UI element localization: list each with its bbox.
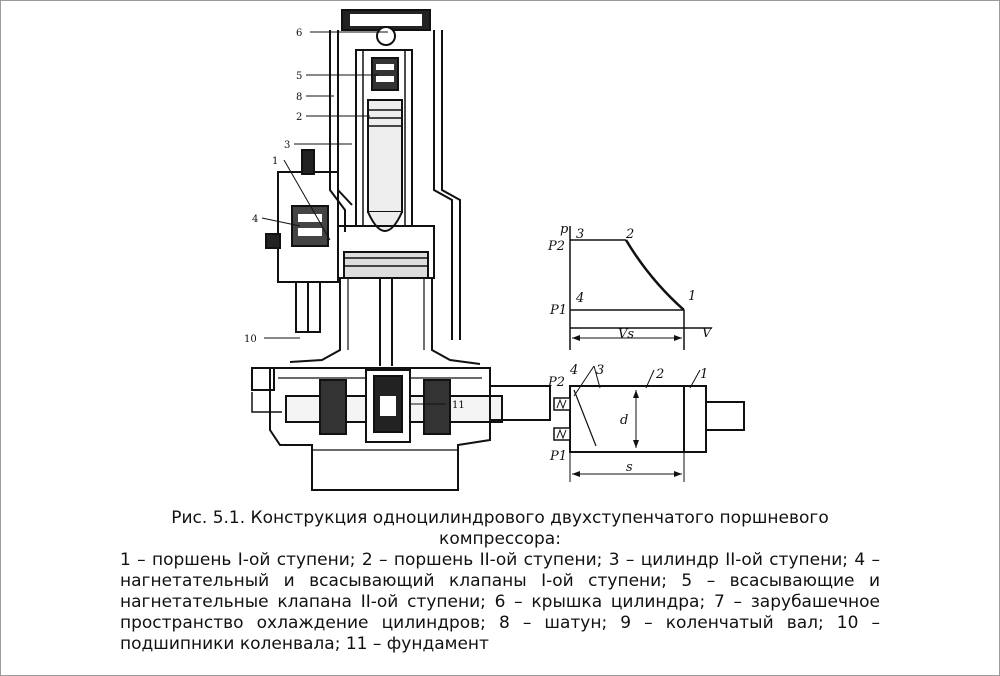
scheme-diameter-label: d [620, 413, 628, 428]
figure-caption: Рис. 5.1. Конструкция одноцилиндрового д… [120, 508, 880, 655]
connecting-rod [379, 278, 393, 366]
pv-volume-label: Vs [618, 327, 634, 342]
callout-8: 8 [296, 92, 302, 103]
scheme-label-1: 1 [700, 367, 708, 382]
shaft-end [489, 385, 551, 421]
crank-bearing-left [319, 379, 347, 435]
pv-p2-label: P2 [547, 239, 565, 254]
callout-2: 2 [296, 112, 302, 123]
piston-stage-2 [367, 99, 403, 213]
scheme-stroke-label: s [626, 460, 633, 475]
pv-point-3: 3 [576, 227, 584, 242]
pv-point-4: 4 [575, 291, 584, 306]
pv-p1-label: P1 [549, 303, 567, 318]
scheme-p1-label: P1 [549, 449, 567, 464]
cylinder-scheme-labels: P2 P1 d s 4 3 2 1 [547, 363, 708, 475]
scheme-label-3: 3 [596, 363, 604, 378]
scheme-piston [683, 385, 707, 453]
leader-lines [261, 31, 446, 405]
callout-1: 1 [272, 156, 278, 167]
callout-3: 3 [284, 140, 290, 151]
figure: 6 5 8 2 3 1 4 10 11 p V P2 P1 Vs 3 2 4 1 [244, 9, 745, 491]
axis-p-label: p [560, 222, 569, 237]
scheme-rod [705, 401, 745, 431]
callout-4: 4 [252, 214, 258, 225]
pv-point-1: 1 [688, 289, 696, 304]
callout-6: 6 [296, 28, 302, 39]
pv-diagram: p V P2 P1 Vs 3 2 4 1 [547, 222, 713, 350]
oil-sight [251, 367, 275, 391]
piston-stage-1 [343, 251, 429, 279]
compressor-callouts: 6 5 8 2 3 1 4 10 11 [244, 28, 465, 411]
caption-legend: 1 – поршень I-ой ступени; 2 – поршень II… [120, 550, 880, 654]
scheme-label-2: 2 [655, 367, 664, 382]
scheme-p2-label: P2 [547, 375, 565, 390]
callout-5: 5 [296, 71, 302, 82]
scheme-label-4: 4 [569, 363, 578, 378]
callout-11: 11 [452, 400, 465, 411]
compressor-drawing [251, 9, 551, 491]
valves-stage-2 [371, 57, 399, 91]
compression-curve [624, 239, 685, 311]
caption-title: Рис. 5.1. Конструкция одноцилиндрового д… [171, 508, 829, 528]
crank-bearing-right [423, 379, 451, 435]
cylinder-scheme [553, 365, 745, 482]
callout-10: 10 [244, 334, 257, 345]
pv-point-2: 2 [625, 227, 634, 242]
axis-v-label: V [702, 326, 713, 341]
caption-title-continued: компрессора: [439, 529, 561, 549]
